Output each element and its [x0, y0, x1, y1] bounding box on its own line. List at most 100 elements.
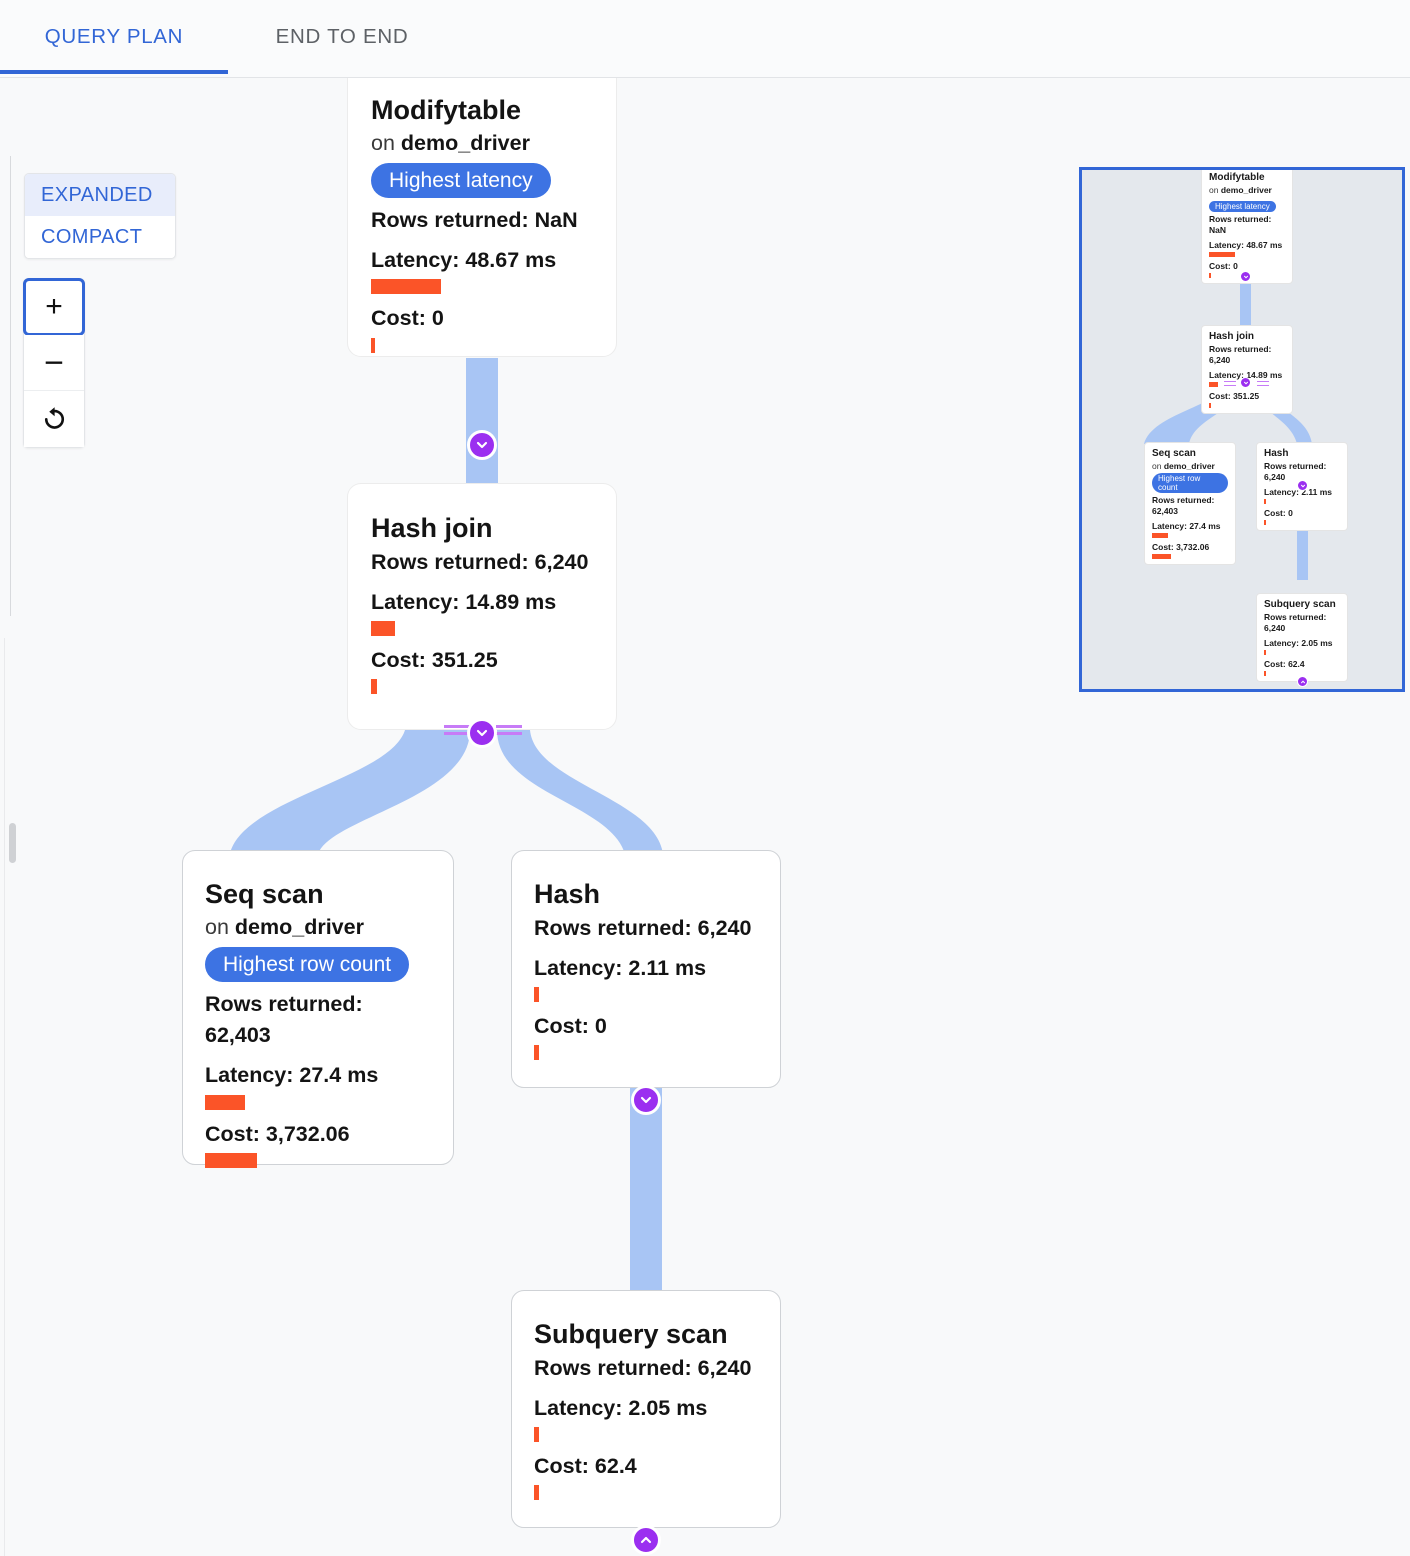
plan-node-hashjoin[interactable]: Hash join Rows returned: 6,240 Latency: …: [348, 484, 616, 729]
status-badge-highest-latency: Highest latency: [371, 162, 551, 199]
node-rows-returned: Rows returned: 6,240: [534, 1355, 752, 1380]
cost-bar: [534, 1045, 539, 1061]
panel-divider: [10, 156, 11, 616]
collapse-handle-hash[interactable]: [631, 1085, 661, 1115]
node-relation-name: demo_driver: [400, 130, 530, 155]
latency-bar: [371, 621, 395, 637]
latency-bar: [371, 279, 441, 295]
node-rows-returned: Rows returned: 62,403: [205, 992, 363, 1048]
mini-relation-name: demo_driver: [1220, 184, 1272, 195]
node-latency: Latency: 2.11 ms: [534, 956, 707, 981]
reset-view-button[interactable]: [24, 391, 84, 447]
minimap-node-hash[interactable]: Hash Rows returned: 6,240 Latency: 2.11 …: [1256, 442, 1348, 532]
mini-node-title: Modifytable: [1209, 172, 1265, 183]
plan-node-modifytable[interactable]: Modifytable on demo_driver Highest laten…: [348, 78, 616, 356]
mode-expanded-button[interactable]: EXPANDED: [25, 174, 175, 216]
mini-cost-bar: [1209, 403, 1211, 409]
minimap-handle-subqueryscan[interactable]: [1297, 676, 1308, 687]
node-latency: Latency: 48.67 ms: [371, 248, 557, 273]
node-relation-prefix: on: [371, 130, 395, 155]
collapse-handle-modifytable[interactable]: [467, 430, 497, 460]
chevron-down-icon: [1243, 275, 1248, 278]
minimap-multi-edge-marker: [1257, 381, 1269, 382]
minimap-handle-hashjoin[interactable]: [1240, 377, 1251, 388]
node-latency: Latency: 14.89 ms: [371, 590, 557, 615]
mini-relation-prefix: on: [1152, 460, 1162, 471]
zoom-controls[interactable]: + −: [23, 278, 85, 448]
node-latency: Latency: 2.05 ms: [534, 1396, 708, 1421]
mini-latency-bar: [1152, 532, 1168, 538]
latency-bar: [534, 1427, 539, 1443]
mode-compact-label: COMPACT: [41, 225, 143, 248]
mini-rows-returned: Rows returned: 6,240: [1264, 460, 1327, 482]
collapse-handle-hashjoin[interactable]: [467, 718, 497, 748]
mini-latency: Latency: 2.11 ms: [1264, 486, 1333, 497]
tab-end-to-end[interactable]: END TO END: [228, 0, 456, 74]
mini-latency-bar: [1264, 649, 1266, 655]
minimap-node-subqueryscan[interactable]: Subquery scan Rows returned: 6,240 Laten…: [1256, 593, 1348, 683]
cost-bar: [371, 679, 377, 695]
mini-latency-bar: [1209, 251, 1235, 257]
cost-bar: [205, 1152, 257, 1168]
edge-layer: [230, 358, 663, 1308]
mini-cost-bar: [1264, 671, 1266, 677]
chevron-up-icon: [1300, 680, 1305, 683]
plan-node-subqueryscan[interactable]: Subquery scan Rows returned: 6,240 Laten…: [511, 1290, 781, 1528]
minus-icon: −: [44, 343, 64, 382]
mini-cost: Cost: 3,732.06: [1152, 541, 1210, 552]
mini-latency: Latency: 48.67 ms: [1209, 239, 1283, 250]
mode-compact-button[interactable]: COMPACT: [25, 216, 175, 258]
edge-hash-subqueryscan: [630, 1088, 662, 1308]
mini-node-title: Hash: [1264, 448, 1289, 459]
node-relation-prefix: on: [205, 914, 229, 939]
chevron-down-icon: [1300, 484, 1305, 487]
panel-divider-lower: [4, 638, 5, 1556]
node-title: Seq scan: [205, 879, 324, 909]
layout-mode-toggle[interactable]: EXPANDED COMPACT: [24, 173, 176, 259]
latency-bar: [534, 987, 539, 1003]
node-cost: Cost: 0: [534, 1014, 607, 1039]
node-relation-name: demo_driver: [234, 914, 364, 939]
mini-node-title: Subquery scan: [1264, 599, 1336, 610]
node-cost: Cost: 62.4: [534, 1454, 637, 1479]
mini-cost-bar: [1264, 520, 1266, 526]
mini-cost: Cost: 0: [1264, 507, 1293, 518]
mini-rows-returned: Rows returned: 6,240: [1264, 611, 1327, 633]
expand-handle-subqueryscan[interactable]: [631, 1525, 661, 1555]
mini-rows-returned: Rows returned: 6,240: [1209, 343, 1272, 365]
mini-relation-prefix: on: [1209, 184, 1219, 195]
mini-cost: Cost: 0: [1209, 260, 1238, 271]
tab-end-to-end-label: END TO END: [275, 25, 409, 48]
plan-node-seqscan[interactable]: Seq scan on demo_driver Highest row coun…: [182, 850, 454, 1168]
cost-bar: [371, 337, 375, 353]
tab-bar: QUERY PLAN END TO END: [0, 0, 1410, 78]
reset-icon: [44, 407, 65, 429]
mini-node-relation: on demo_driver: [1209, 185, 1285, 196]
minimap-multi-edge-marker: [1224, 381, 1236, 382]
node-title: Hash: [534, 879, 601, 909]
node-title: Modifytable: [371, 95, 522, 125]
mini-cost: Cost: 351.25: [1209, 390, 1260, 401]
minimap-panel[interactable]: Modifytable on demo_driver Highest laten…: [1079, 167, 1405, 692]
active-tab-indicator: [0, 70, 228, 74]
mini-cost-bar: [1152, 554, 1171, 560]
minimap-node-modifytable[interactable]: Modifytable on demo_driver Highest laten…: [1201, 170, 1293, 285]
tab-query-plan-label: QUERY PLAN: [44, 25, 184, 48]
minimap-node-hashjoin[interactable]: Hash join Rows returned: 6,240 Latency: …: [1201, 325, 1293, 415]
mini-rows-returned: Rows returned: NaN: [1209, 213, 1272, 235]
edge-modifytable-hashjoin: [466, 358, 498, 493]
zoom-out-button[interactable]: −: [24, 335, 84, 391]
chevron-down-icon: [476, 729, 488, 737]
graph-canvas[interactable]: Modifytable on demo_driver Highest laten…: [0, 78, 1410, 1556]
node-rows-returned: Rows returned: 6,240: [371, 549, 589, 574]
chevron-up-icon: [640, 1536, 652, 1544]
plan-node-hash[interactable]: Hash Rows returned: 6,240 Latency: 2.11 …: [511, 850, 781, 1088]
minimap-handle-modifytable[interactable]: [1240, 271, 1251, 282]
zoom-in-button[interactable]: +: [23, 278, 85, 336]
minimap-handle-hash[interactable]: [1297, 480, 1308, 491]
mini-edge-modifytable-hashjoin: [1240, 277, 1251, 327]
mode-expanded-label: EXPANDED: [41, 183, 153, 206]
panel-resize-handle[interactable]: [9, 823, 16, 863]
minimap-node-seqscan[interactable]: Seq scan on demo_driver Highest row coun…: [1144, 442, 1236, 566]
tab-query-plan[interactable]: QUERY PLAN: [0, 0, 228, 74]
